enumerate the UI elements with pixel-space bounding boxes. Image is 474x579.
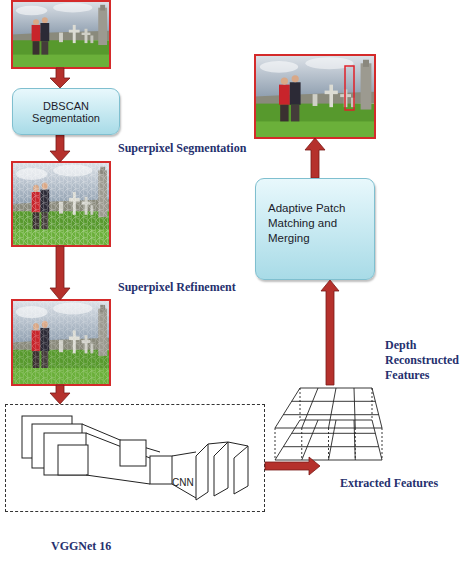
input-photo — [12, 1, 110, 68]
cnn-sketch — [150, 456, 172, 484]
superpixel-photo — [12, 162, 110, 246]
feature-grid — [275, 420, 382, 460]
edge-label: Extracted Features — [340, 476, 438, 491]
cnn-sketch — [82, 424, 120, 440]
feature-grid — [328, 428, 329, 460]
process-box: DBSCAN Segmentation — [12, 88, 120, 135]
flow-arrow — [305, 138, 325, 178]
box-text: DBSCAN Segmentation — [13, 89, 119, 134]
feature-grid — [372, 388, 373, 420]
feature-grid — [301, 428, 302, 460]
output-photo — [255, 55, 375, 138]
refined-photo — [12, 300, 110, 385]
cnn-sketch — [214, 442, 228, 496]
cnn-sketch — [228, 442, 248, 446]
refined-photo — [12, 300, 110, 385]
output-photo — [255, 55, 375, 138]
cnn-sketch — [58, 445, 88, 475]
flow-arrow — [50, 68, 70, 88]
cnn-sketch — [86, 475, 150, 484]
superpixel-photo — [12, 162, 110, 246]
flow-connector — [265, 457, 320, 475]
step-label: Superpixel Segmentation — [118, 141, 246, 156]
feature-grid — [355, 428, 356, 460]
refined-photo — [12, 300, 110, 385]
feature-grid — [275, 388, 382, 428]
network-name: VGGNet 16 — [51, 539, 111, 554]
feature-grid — [292, 401, 376, 402]
feature-grid — [283, 414, 378, 415]
grid-label: Depth Reconstructed Features — [385, 338, 473, 383]
flow-arrow — [50, 246, 70, 300]
flow-arrow — [50, 385, 70, 404]
cnn-sketch — [208, 442, 228, 444]
cnn-sketch — [172, 452, 196, 456]
superpixel-photo — [12, 162, 110, 246]
cnn-sketch — [120, 440, 146, 466]
feature-grid — [275, 388, 382, 460]
feature-grid — [275, 428, 276, 460]
box-text: Adaptive Patch Matching and Merging — [268, 201, 360, 246]
network-box: CNNVGGNet 16 — [5, 404, 265, 512]
feature-grid — [300, 388, 301, 420]
process-box: Adaptive Patch Matching and Merging — [255, 178, 375, 280]
feature-grid — [302, 388, 318, 428]
feature-grid — [329, 420, 337, 460]
feature-grid — [302, 420, 318, 460]
feature-grid — [283, 446, 378, 447]
feature-grid — [275, 388, 382, 460]
flow-connector — [321, 280, 339, 385]
output-photo — [255, 55, 375, 138]
step-label: Superpixel Refinement — [118, 280, 236, 295]
feature-grid — [354, 420, 355, 460]
refined-photo — [12, 300, 110, 385]
layer-label: CNN — [172, 477, 194, 488]
cnn-sketch — [196, 444, 208, 500]
cnn-sketch — [22, 416, 248, 500]
feature-grid-node: Depth Reconstructed Features — [320, 385, 385, 470]
cnn-sketch — [234, 446, 248, 494]
input-photo — [12, 1, 110, 68]
flow-arrow — [50, 135, 70, 162]
feature-grid — [329, 388, 337, 428]
superpixel-photo — [12, 162, 110, 246]
feature-grid — [382, 428, 383, 460]
feature-grid — [292, 433, 376, 434]
output-photo — [345, 66, 354, 110]
input-photo — [12, 1, 110, 68]
